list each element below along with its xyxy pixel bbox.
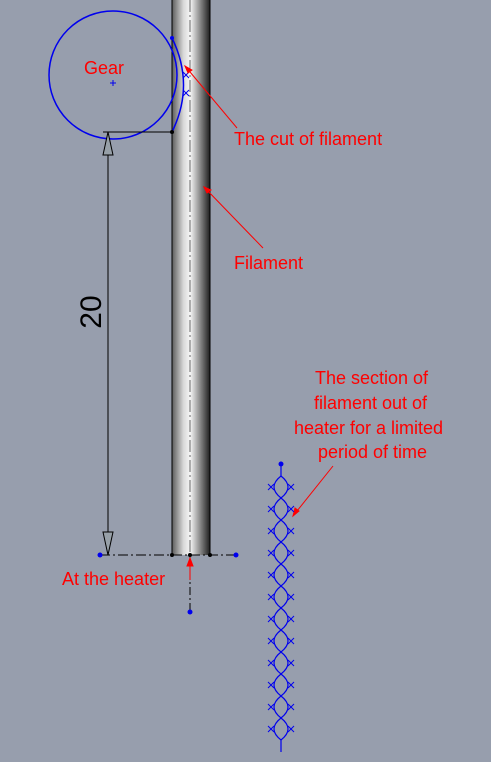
x-marker-icon — [287, 483, 295, 491]
dimension-arrowhead-icon — [102, 531, 114, 556]
filament-rod — [171, 0, 211, 555]
section-label-2: filament out of — [314, 393, 428, 413]
gear-label: Gear — [84, 58, 125, 78]
x-marker-icon — [287, 549, 295, 557]
x-marker-icon — [267, 549, 275, 557]
heater-label: At the heater — [62, 569, 166, 589]
heater-line — [97, 552, 239, 558]
x-marker-icon — [287, 681, 295, 689]
arrow-icon — [292, 465, 334, 518]
x-marker-icon — [267, 725, 275, 733]
dimension-20 — [102, 131, 172, 556]
section-label-1: The section of — [315, 368, 429, 388]
heater-vertical-line — [187, 555, 193, 615]
x-marker-icon — [267, 637, 275, 645]
x-marker-icon — [267, 505, 275, 513]
x-marker-icon — [267, 681, 275, 689]
x-marker-icon — [287, 505, 295, 513]
cut-label: The cut of filament — [234, 129, 383, 149]
gear-circle — [48, 10, 178, 140]
x-marker-icon — [287, 637, 295, 645]
x-marker-icon — [267, 571, 275, 579]
arrow-icon — [186, 556, 194, 580]
x-marker-icon — [267, 703, 275, 711]
dimension-value: 20 — [75, 295, 108, 328]
x-marker-icon — [287, 703, 295, 711]
arrow-icon — [183, 64, 238, 129]
x-marker-icon — [287, 659, 295, 667]
dimension-arrowhead-icon — [102, 131, 114, 156]
x-marker-icon — [287, 725, 295, 733]
x-marker-icon — [267, 593, 275, 601]
origin-plus-icon — [110, 80, 116, 86]
x-marker-icon — [287, 593, 295, 601]
x-marker-icon — [267, 615, 275, 623]
x-marker-icon — [267, 527, 275, 535]
section-label-3: heater for a limited — [294, 418, 444, 438]
filament-label: Filament — [234, 253, 304, 273]
x-marker-icon — [287, 571, 295, 579]
x-marker-icon — [287, 615, 295, 623]
annotation-arrows — [183, 64, 334, 580]
filament-section-chain — [267, 461, 295, 752]
x-marker-icon — [287, 527, 295, 535]
x-marker-icon — [267, 483, 275, 491]
arrow-icon — [202, 186, 264, 249]
x-marker-icon — [267, 659, 275, 667]
section-label-4: period of time — [318, 442, 428, 462]
